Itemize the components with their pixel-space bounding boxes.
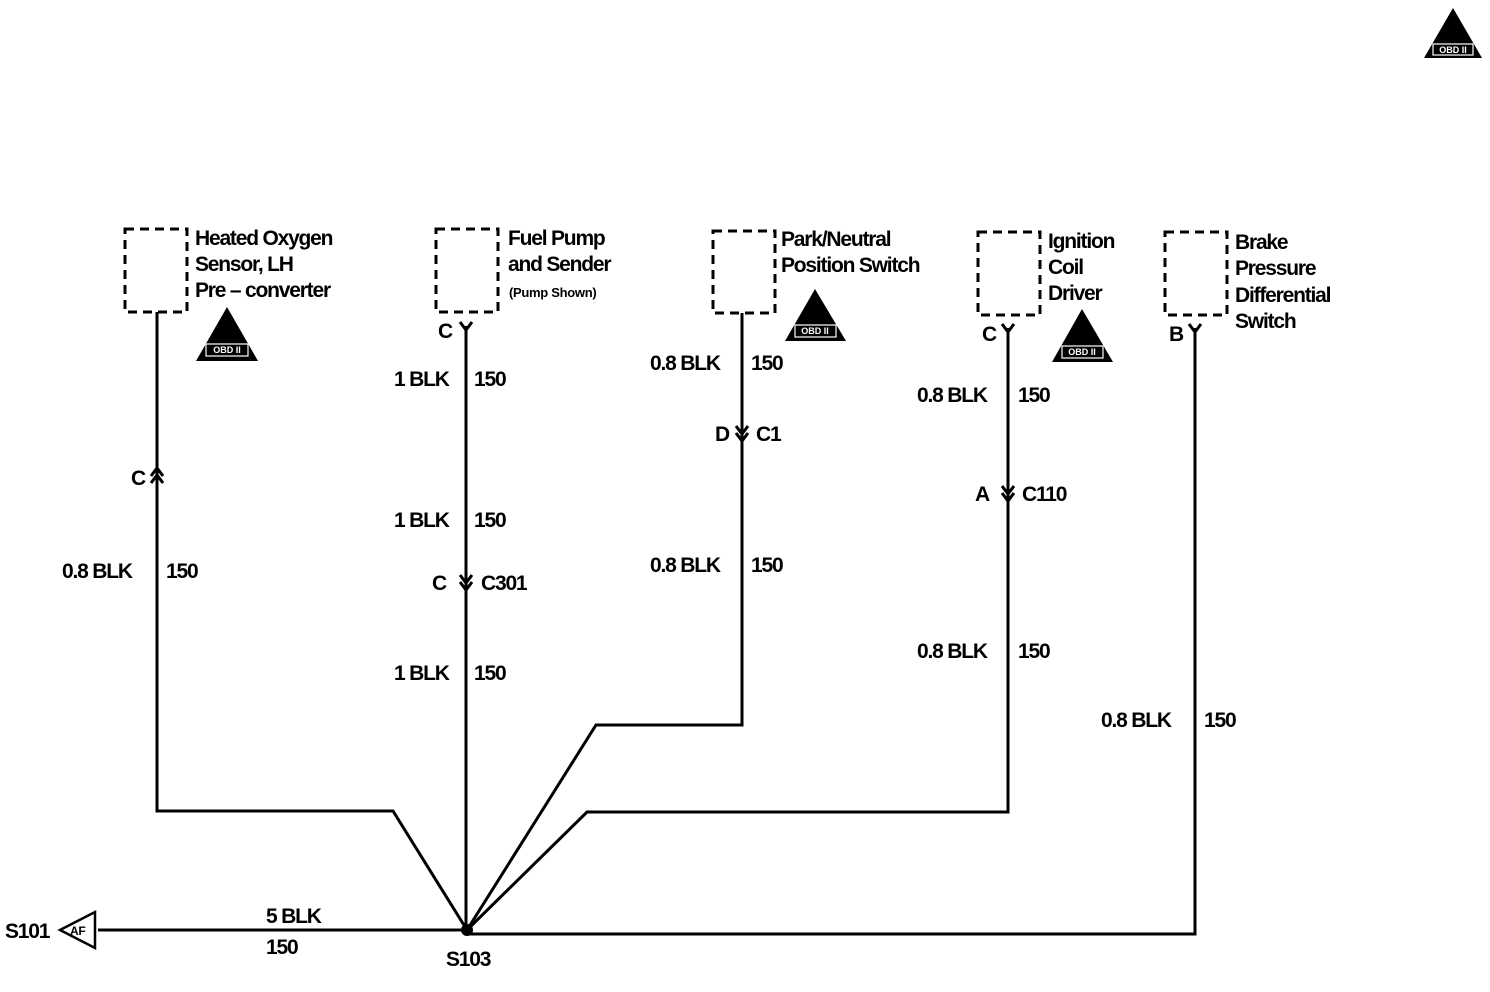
fuel-pump-label-line-1: Fuel Pump bbox=[508, 227, 605, 250]
pnp-wire bbox=[465, 313, 744, 931]
fuel-pump-wire-circuit-3: 150 bbox=[474, 662, 506, 685]
brake-switch-wire-size: 0.8 BLK bbox=[1101, 709, 1172, 732]
pnp-wire-size-2: 0.8 BLK bbox=[650, 554, 721, 577]
icm-obd-ii-badge: OBD II bbox=[1052, 309, 1113, 362]
offpage-reference-arrow: AF bbox=[57, 909, 97, 951]
pnp-wire-circuit-1: 150 bbox=[751, 352, 783, 375]
offpage-s101-label: S101 bbox=[5, 920, 51, 943]
ho2s-inline-connector bbox=[149, 465, 165, 484]
brake-switch-wire bbox=[467, 328, 1197, 936]
ground-wire-circuit: 150 bbox=[266, 936, 298, 959]
brake-switch-label-line-4: Switch bbox=[1235, 310, 1296, 333]
fuel-pump-wire-size-3: 1 BLK bbox=[394, 662, 450, 685]
ho2s-label-line-3: Pre – converter bbox=[195, 279, 331, 302]
pnp-obd-ii-badge: OBD II bbox=[785, 289, 846, 341]
c301-inline-connector bbox=[458, 574, 474, 593]
svg-text:OBD II: OBD II bbox=[1439, 45, 1467, 55]
splice-s103-dot bbox=[461, 924, 473, 936]
ho2s-wire-circuit: 150 bbox=[166, 560, 198, 583]
ho2s-wire-size: 0.8 BLK bbox=[62, 560, 133, 583]
ho2s-obd-ii-badge: OBD II bbox=[196, 307, 258, 361]
pnp-component-box bbox=[711, 229, 777, 315]
ho2s-label-line-2: Sensor, LH bbox=[195, 253, 293, 276]
icm-wire-circuit-2: 150 bbox=[1018, 640, 1050, 663]
c110-pin: A bbox=[975, 483, 990, 506]
icm-label-line-1: Ignition bbox=[1048, 230, 1115, 253]
svg-text:OBD II: OBD II bbox=[1068, 347, 1096, 357]
c301-pin: C bbox=[432, 572, 447, 595]
c110-name: C110 bbox=[1022, 483, 1067, 506]
fuel-pump-component-box bbox=[434, 227, 500, 314]
brake-switch-pin: B bbox=[1169, 323, 1184, 346]
svg-text:AF: AF bbox=[70, 924, 85, 938]
fuel-pump-wire-circuit-2: 150 bbox=[474, 509, 506, 532]
c1-pin: D bbox=[715, 423, 730, 446]
icm-pin: C bbox=[982, 323, 997, 346]
brake-switch-label-line-1: Brake bbox=[1235, 231, 1288, 254]
fuel-pump-note: (Pump Shown) bbox=[509, 285, 596, 300]
ho2s-label-line-1: Heated Oxygen bbox=[195, 227, 333, 250]
fuel-pump-label-line-2: and Sender bbox=[508, 253, 611, 276]
fuel-pump-pin: C bbox=[438, 320, 453, 343]
fuel-pump-wire-circuit-1: 150 bbox=[474, 368, 506, 391]
brake-switch-label-line-2: Pressure bbox=[1235, 257, 1316, 280]
brake-switch-label-line-3: Differential bbox=[1235, 284, 1331, 307]
icm-wire-size-1: 0.8 BLK bbox=[917, 384, 988, 407]
pnp-label-line-1: Park/Neutral bbox=[781, 228, 891, 251]
pnp-label-line-2: Position Switch bbox=[781, 254, 920, 277]
c110-inline-connector bbox=[1000, 485, 1016, 504]
fuel-pump-wire-size-2: 1 BLK bbox=[394, 509, 450, 532]
pnp-wire-circuit-2: 150 bbox=[751, 554, 783, 577]
brake-switch-component-box bbox=[1163, 230, 1229, 317]
c1-name: C1 bbox=[756, 423, 782, 446]
ho2s-connector-pin: C bbox=[131, 467, 146, 490]
icm-wire-circuit-1: 150 bbox=[1018, 384, 1050, 407]
c1-inline-connector bbox=[734, 425, 750, 444]
c301-name: C301 bbox=[481, 572, 528, 595]
icm-wire bbox=[465, 328, 1010, 932]
ho2s-component-box bbox=[123, 227, 189, 314]
obd-ii-badge-top: OBD II bbox=[1424, 8, 1482, 58]
splice-s103-label: S103 bbox=[446, 948, 491, 971]
pnp-wire-size-1: 0.8 BLK bbox=[650, 352, 721, 375]
svg-text:OBD II: OBD II bbox=[801, 326, 829, 336]
svg-text:OBD II: OBD II bbox=[213, 345, 241, 355]
ground-wire-size: 5 BLK bbox=[266, 905, 322, 928]
icm-component-box bbox=[976, 230, 1042, 317]
icm-wire-size-2: 0.8 BLK bbox=[917, 640, 988, 663]
brake-switch-wire-circuit: 150 bbox=[1204, 709, 1236, 732]
fuel-pump-wire-size-1: 1 BLK bbox=[394, 368, 450, 391]
icm-label-line-3: Driver bbox=[1048, 282, 1103, 305]
ho2s-wire bbox=[155, 312, 469, 931]
icm-label-line-2: Coil bbox=[1048, 256, 1083, 279]
